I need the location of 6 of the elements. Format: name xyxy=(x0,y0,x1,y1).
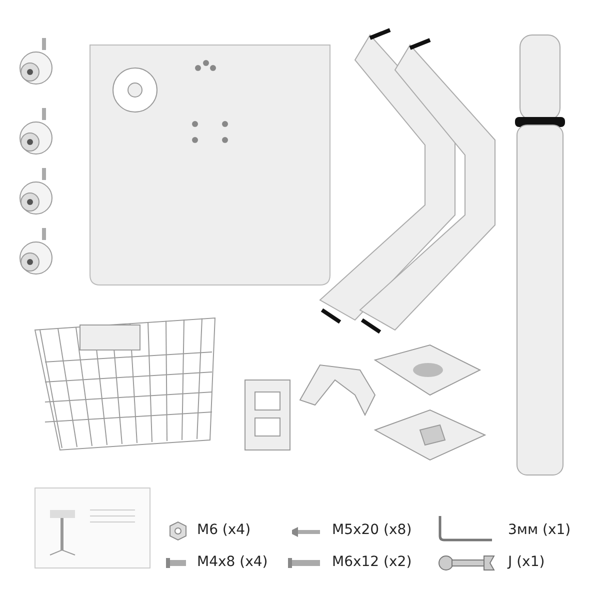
part-label: M4x8 (x4) xyxy=(197,554,268,570)
part-label: M5x20 (x8) xyxy=(332,522,412,538)
part-label: 3мм (x1) xyxy=(508,522,571,538)
part-label: J (x1) xyxy=(508,554,545,570)
part-label: M6 (x4) xyxy=(197,522,251,538)
part-label: M6x12 (x2) xyxy=(332,554,412,570)
